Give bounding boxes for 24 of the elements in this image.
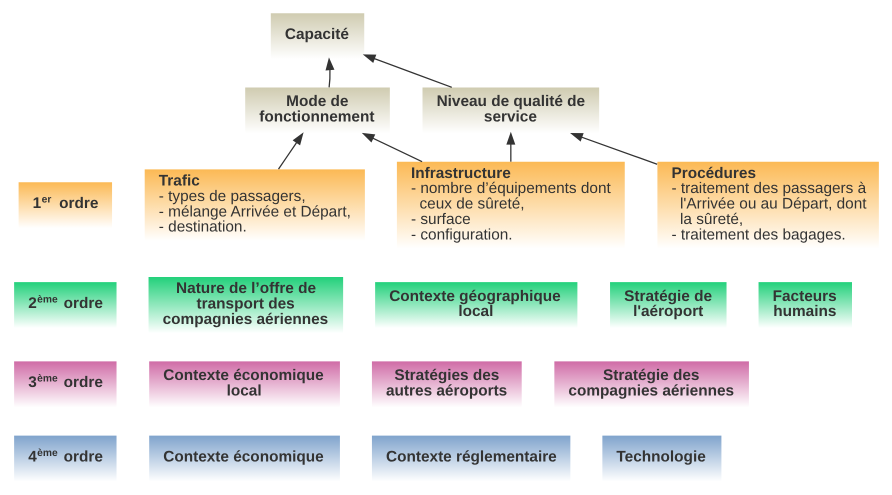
- node-box: Infrastructure - nombre d’équipements dont ceux de sûreté, - surface - configuration.: [396, 162, 624, 249]
- node-box: 2$^{ème}$ ordre: [14, 282, 116, 328]
- node-box: 4$^{ème}$ ordre: [14, 436, 116, 482]
- node-box: Stratégie de l'aéroport: [610, 282, 726, 328]
- node-box: Stratégies des autres aéroports: [371, 361, 522, 408]
- node-box: Contexte économique local: [148, 361, 340, 408]
- node-box: 3$^{ème}$ ordre: [14, 361, 116, 408]
- node-box: Contexte géographique local: [374, 282, 577, 328]
- node-box: Trafic - types de passagers, - mélange Arrivée et Départ, - destination.: [144, 169, 364, 242]
- node-box: 1$^{er}$ ordre: [18, 182, 112, 228]
- node-box: Procédures - traitement des passagers à l'Arrivée ou au Départ, dont la sûreté, - traitement des bagages.: [656, 162, 878, 249]
- arrow: [570, 133, 657, 165]
- arrow: [506, 132, 515, 162]
- node-box: Contexte réglementaire: [371, 436, 570, 482]
- node-box: Stratégie des compagnies aériennes: [554, 361, 748, 408]
- arrow: [361, 132, 422, 162]
- node-box: Facteurs humains: [758, 282, 852, 328]
- node-box: Contexte économique: [148, 436, 340, 482]
- node-box: Technologie: [602, 436, 721, 482]
- arrow: [362, 54, 452, 88]
- node-box: Capacité: [270, 13, 364, 60]
- arrow: [325, 57, 334, 88]
- node-box: Nature de l’offre de transport des compagnies aériennes: [148, 276, 343, 334]
- arrow: [277, 132, 304, 170]
